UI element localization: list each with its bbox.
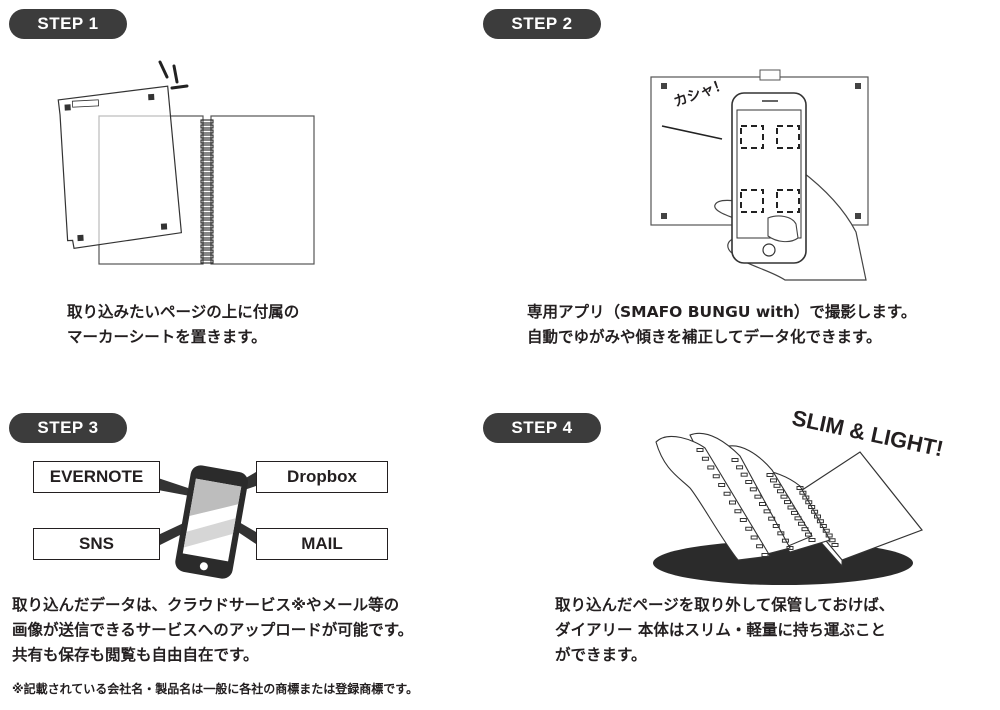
spiral-ring xyxy=(200,189,214,194)
spiral-ring xyxy=(200,254,214,259)
spiral-ring xyxy=(787,505,795,510)
spiral-ring xyxy=(200,159,214,164)
spiral-ring xyxy=(745,526,753,531)
spiral-ring xyxy=(200,154,214,159)
spiral-ring xyxy=(766,473,774,477)
spiral-ring xyxy=(763,509,771,514)
spiral-ring xyxy=(768,516,776,521)
spiral-ring xyxy=(712,474,720,479)
spiral-ring xyxy=(729,500,736,505)
spiral-ring xyxy=(200,119,214,124)
spiral-ring xyxy=(200,144,214,149)
spiral-ring xyxy=(777,531,785,536)
slogan-text: SLIM & LIGHT! xyxy=(789,405,946,462)
service-sns: SNS xyxy=(33,528,160,560)
spiral-ring xyxy=(200,224,214,229)
spiral-ring xyxy=(750,535,758,540)
spiral-ring xyxy=(805,532,812,537)
step2-caption: 専用アプリ（SMAFO BUNGU with）で撮影します。 自動でゆがみや傾き… xyxy=(527,303,917,346)
spiral-ring xyxy=(770,478,777,483)
spiral-ring xyxy=(200,209,214,214)
spiral-ring xyxy=(784,500,791,505)
spiral-ring xyxy=(200,244,214,249)
step3-caption: 取り込んだデータは、クラウドサービス※やメール等の 画像が送信できるサービスへの… xyxy=(12,596,414,664)
service-mail: MAIL xyxy=(256,528,388,560)
spiral-ring xyxy=(791,510,798,515)
spiral-ring xyxy=(780,494,788,499)
step2-badge: STEP 2 xyxy=(483,9,601,39)
spiral-ring xyxy=(819,524,827,528)
spiral-ring xyxy=(794,516,802,521)
spiral-ring xyxy=(773,483,781,488)
spiral-ring xyxy=(772,524,780,528)
spiral-ring xyxy=(200,194,214,199)
spiral-ring xyxy=(761,553,769,557)
spiral-ring xyxy=(200,124,214,129)
spiral-ring xyxy=(696,448,704,452)
spiral-ring xyxy=(739,518,747,522)
shutter-bubble-text: カシャ！ xyxy=(671,76,730,111)
spiral-ring xyxy=(200,239,214,244)
spiral-ring xyxy=(808,505,816,509)
spiral-ring xyxy=(801,527,809,532)
spiral-ring xyxy=(808,538,816,542)
spiral-ring xyxy=(200,234,214,239)
spiral-ring xyxy=(200,204,214,209)
spiral-ring xyxy=(749,487,757,492)
spiral-ring xyxy=(816,519,824,524)
spiral-ring xyxy=(200,139,214,144)
spiral-ring xyxy=(707,465,715,470)
spiral-ring xyxy=(798,521,805,526)
spiral-ring xyxy=(200,249,214,254)
spiral-ring xyxy=(756,544,764,549)
spiral-ring xyxy=(200,149,214,154)
spiral-ring xyxy=(759,502,766,506)
spiral-ring xyxy=(734,509,742,514)
spiral-ring xyxy=(200,184,214,189)
spiral-ring xyxy=(200,174,214,179)
spiral-ring xyxy=(814,514,821,519)
spiral-ring xyxy=(777,489,784,494)
service-evernote: EVERNOTE xyxy=(33,461,160,493)
spiral-ring xyxy=(828,538,836,543)
spiral-ring xyxy=(200,259,214,264)
step4-badge: STEP 4 xyxy=(483,413,601,443)
spiral-ring xyxy=(811,509,819,514)
service-dropbox: Dropbox xyxy=(256,461,388,493)
spiral-ring xyxy=(745,480,753,484)
spiral-ring xyxy=(822,528,830,533)
spiral-ring xyxy=(723,491,731,496)
trademark-note: ※記載されている会社名・製品名は一般に各社の商標または登録商標です。 xyxy=(12,682,419,696)
step3-badge: STEP 3 xyxy=(9,413,127,443)
spiral-ring xyxy=(200,134,214,139)
step1-badge: STEP 1 xyxy=(9,9,127,39)
spiral-ring xyxy=(200,164,214,169)
spiral-ring xyxy=(200,179,214,184)
step4-caption: 取り込んだページを取り外して保管しておけば、 ダイアリー 本体はスリム・軽量に持… xyxy=(555,596,895,664)
spiral-ring xyxy=(786,546,794,550)
slim-light-slogan: SLIM & LIGHT! xyxy=(790,405,995,505)
spiral-ring xyxy=(740,472,748,477)
spiral-ring xyxy=(825,533,833,538)
spiral-ring xyxy=(200,229,214,234)
spiral-ring xyxy=(200,214,214,219)
spiral-ring xyxy=(718,483,726,487)
spiral-ring xyxy=(754,494,762,499)
spiral-ring xyxy=(200,169,214,174)
spiral-ring xyxy=(731,458,739,462)
spiral-ring xyxy=(200,129,214,134)
spiral-ring xyxy=(200,199,214,204)
spiral-ring xyxy=(200,219,214,224)
step1-caption: 取り込みたいページの上に付属の マーカーシートを置きます。 xyxy=(67,303,300,346)
spiral-ring xyxy=(736,465,744,470)
spiral-ring xyxy=(701,456,709,461)
spiral-ring xyxy=(781,538,789,543)
spiral-ring xyxy=(831,543,839,547)
